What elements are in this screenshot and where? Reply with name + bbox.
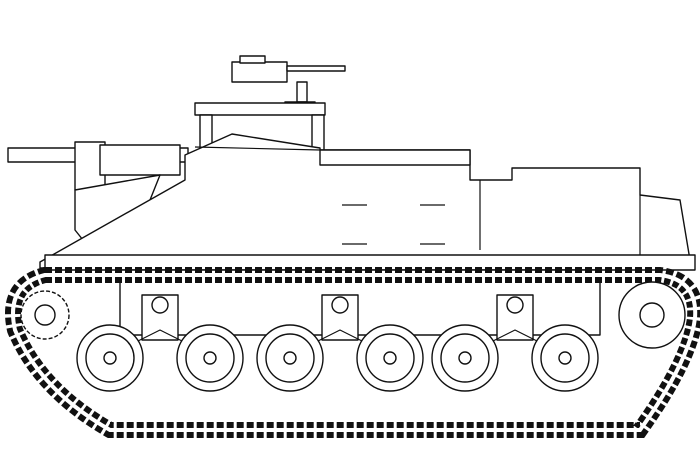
tracks: [5, 267, 700, 438]
return-roller: [331, 296, 349, 314]
superstructure: [194, 102, 326, 154]
road-wheel-hub: [283, 351, 297, 365]
machine-gun: [231, 55, 346, 109]
idler-hub: [639, 302, 665, 328]
road-wheel-hub: [103, 351, 117, 365]
road-wheel-hub: [383, 351, 397, 365]
sprocket-hub: [34, 304, 56, 326]
running-gear: [20, 281, 686, 392]
return-roller: [506, 296, 524, 314]
track-center-line: [11, 273, 698, 432]
road-wheel-hub: [558, 351, 572, 365]
road-wheel-hub: [458, 351, 472, 365]
return-roller: [151, 296, 169, 314]
road-wheel-hub: [203, 351, 217, 365]
